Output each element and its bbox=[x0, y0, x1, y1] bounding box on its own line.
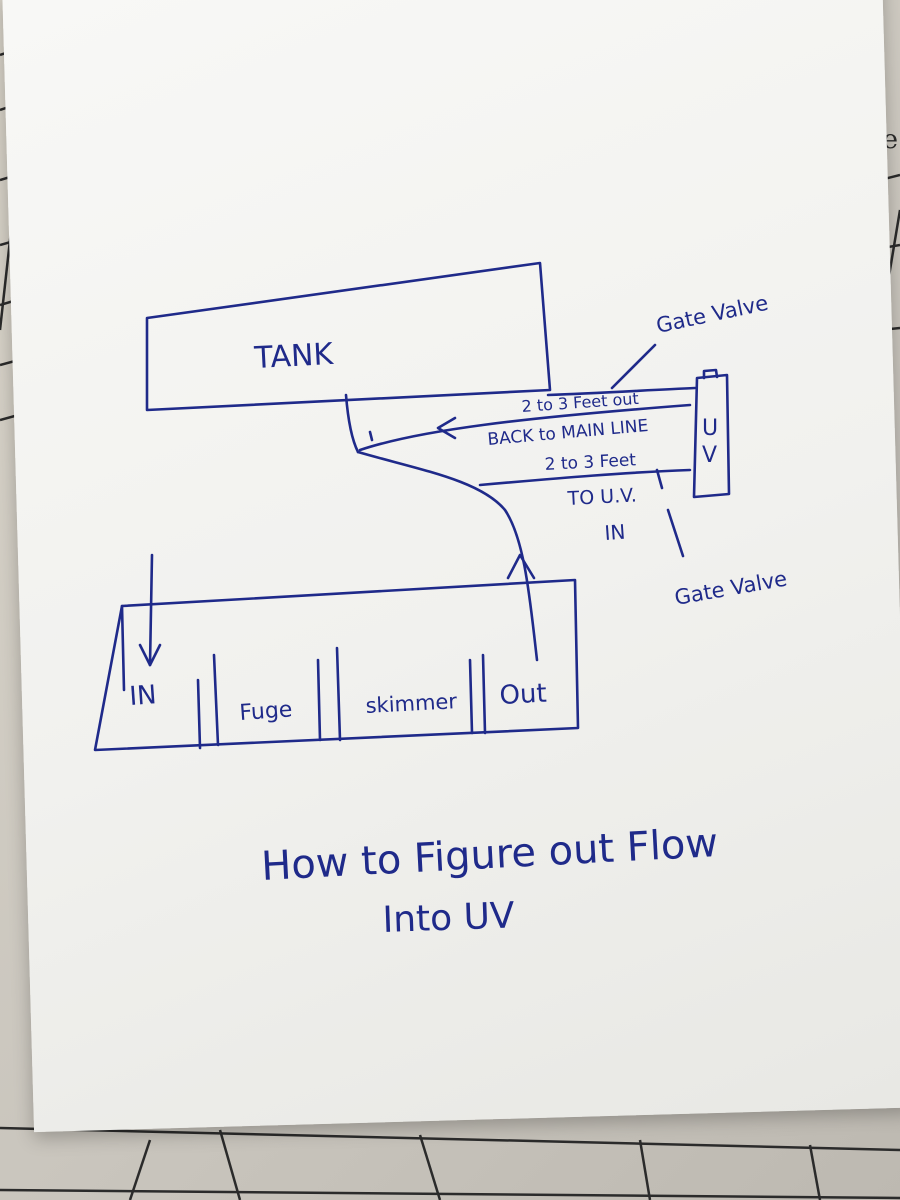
sump-box-top-edge bbox=[120, 604, 126, 692]
sump-in-label: IN bbox=[128, 680, 157, 712]
to-uv-label: TO U.V. bbox=[566, 484, 637, 510]
gate-valve-bottom-leader bbox=[666, 508, 685, 558]
baffle-3a bbox=[468, 658, 474, 735]
tank-box bbox=[145, 261, 552, 412]
out-line-label: 2 to 3 Feet out bbox=[521, 389, 639, 416]
feed-line-label: 2 to 3 Feet bbox=[544, 450, 637, 475]
junction-tick bbox=[368, 430, 374, 442]
feed-line-to-uv bbox=[478, 468, 692, 487]
uv-back-to-main-line bbox=[358, 403, 692, 452]
skimmer-label: skimmer bbox=[365, 689, 458, 718]
baffle-2b bbox=[335, 646, 342, 742]
out-line-to-uv bbox=[546, 386, 697, 397]
to-uv-in-label: IN bbox=[604, 520, 626, 545]
baffle-2a bbox=[316, 658, 322, 742]
tank-drain-line bbox=[344, 393, 360, 454]
gate-valve-bottom-tick bbox=[655, 468, 664, 490]
diagram-title-line-1: How to Figure out Flow bbox=[260, 820, 719, 890]
tank-label: TANK bbox=[253, 337, 336, 376]
baffle-1a bbox=[196, 678, 202, 750]
gate-valve-top-leader bbox=[610, 343, 657, 390]
fuge-label: Fuge bbox=[239, 697, 294, 726]
back-line-arrow bbox=[436, 416, 457, 440]
diagram-title-line-2: Into UV bbox=[382, 895, 516, 941]
gate-valve-bottom-label: Gate Valve bbox=[673, 567, 789, 610]
uv-label-v: V bbox=[702, 443, 717, 468]
sump-out-label: Out bbox=[499, 679, 548, 711]
uv-unit-cap bbox=[702, 368, 719, 380]
uv-label-u: U bbox=[702, 416, 718, 441]
return-arrow bbox=[506, 553, 536, 580]
baffle-1b bbox=[212, 653, 220, 747]
gate-valve-top-label: Gate Valve bbox=[654, 291, 770, 338]
baffle-3b bbox=[481, 653, 487, 735]
sump-inlet-pipe bbox=[148, 553, 154, 667]
return-line bbox=[356, 450, 539, 662]
sump-box bbox=[93, 578, 580, 752]
sump-inlet-arrow bbox=[138, 643, 162, 667]
